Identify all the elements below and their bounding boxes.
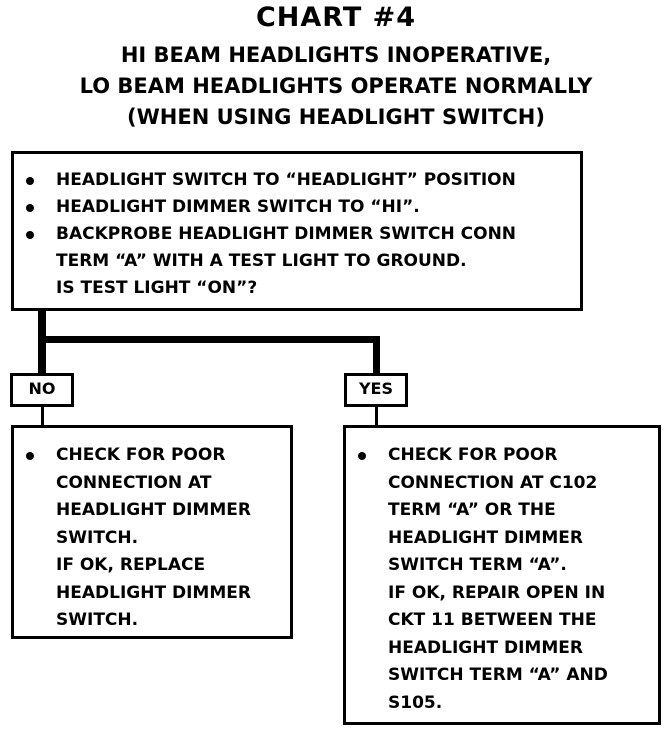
yes-branch-drop-connector	[373, 336, 380, 376]
test-step-text: HEADLIGHT DIMMER SWITCH TO “HI”.	[56, 197, 420, 217]
yes-label-to-box-connector	[375, 405, 378, 427]
no-action-box: CHECK FOR POOR CONNECTION AT HEADLIGHT D…	[11, 425, 293, 639]
bullet-icon	[358, 452, 366, 460]
test-step-text: HEADLIGHT SWITCH TO “HEADLIGHT” POSITION	[56, 170, 516, 190]
no-label-to-box-connector	[41, 405, 44, 427]
yes-branch-label: YES	[344, 373, 408, 407]
yes-action-box: CHECK FOR POOR CONNECTION AT C102 TERM “…	[343, 425, 661, 725]
no-action-item: CHECK FOR POOR CONNECTION AT HEADLIGHT D…	[14, 442, 290, 635]
yes-action-list: CHECK FOR POOR CONNECTION AT C102 TERM “…	[346, 442, 658, 717]
chart-title: CHART #4	[255, 2, 417, 33]
no-action-list: CHECK FOR POOR CONNECTION AT HEADLIGHT D…	[14, 442, 290, 635]
test-step: HEADLIGHT DIMMER SWITCH TO “HI”.	[14, 194, 580, 221]
test-step: HEADLIGHT SWITCH TO “HEADLIGHT” POSITION	[14, 167, 580, 194]
no-action-text: CHECK FOR POOR CONNECTION AT HEADLIGHT D…	[56, 445, 251, 630]
test-steps-list: HEADLIGHT SWITCH TO “HEADLIGHT” POSITION…	[14, 167, 580, 302]
subtitle-line-3: (WHEN USING HEADLIGHT SWITCH)	[127, 105, 545, 129]
yes-action-item: CHECK FOR POOR CONNECTION AT C102 TERM “…	[346, 442, 658, 717]
bullet-icon	[26, 204, 34, 212]
subtitle-line-1: HI BEAM HEADLIGHTS INOPERATIVE,	[120, 43, 552, 67]
branch-horizontal-connector	[38, 336, 380, 343]
test-step-text: BACKPROBE HEADLIGHT DIMMER SWITCH CONN T…	[56, 224, 517, 298]
subtitle-line-2: LO BEAM HEADLIGHTS OPERATE NORMALLY	[79, 74, 593, 98]
yes-action-text: CHECK FOR POOR CONNECTION AT C102 TERM “…	[388, 445, 608, 713]
test-step: BACKPROBE HEADLIGHT DIMMER SWITCH CONN T…	[14, 221, 580, 302]
test-procedure-box: HEADLIGHT SWITCH TO “HEADLIGHT” POSITION…	[11, 151, 583, 311]
no-branch-label: NO	[10, 373, 74, 407]
bullet-icon	[26, 231, 34, 239]
bullet-icon	[26, 177, 34, 185]
bullet-icon	[26, 452, 34, 460]
